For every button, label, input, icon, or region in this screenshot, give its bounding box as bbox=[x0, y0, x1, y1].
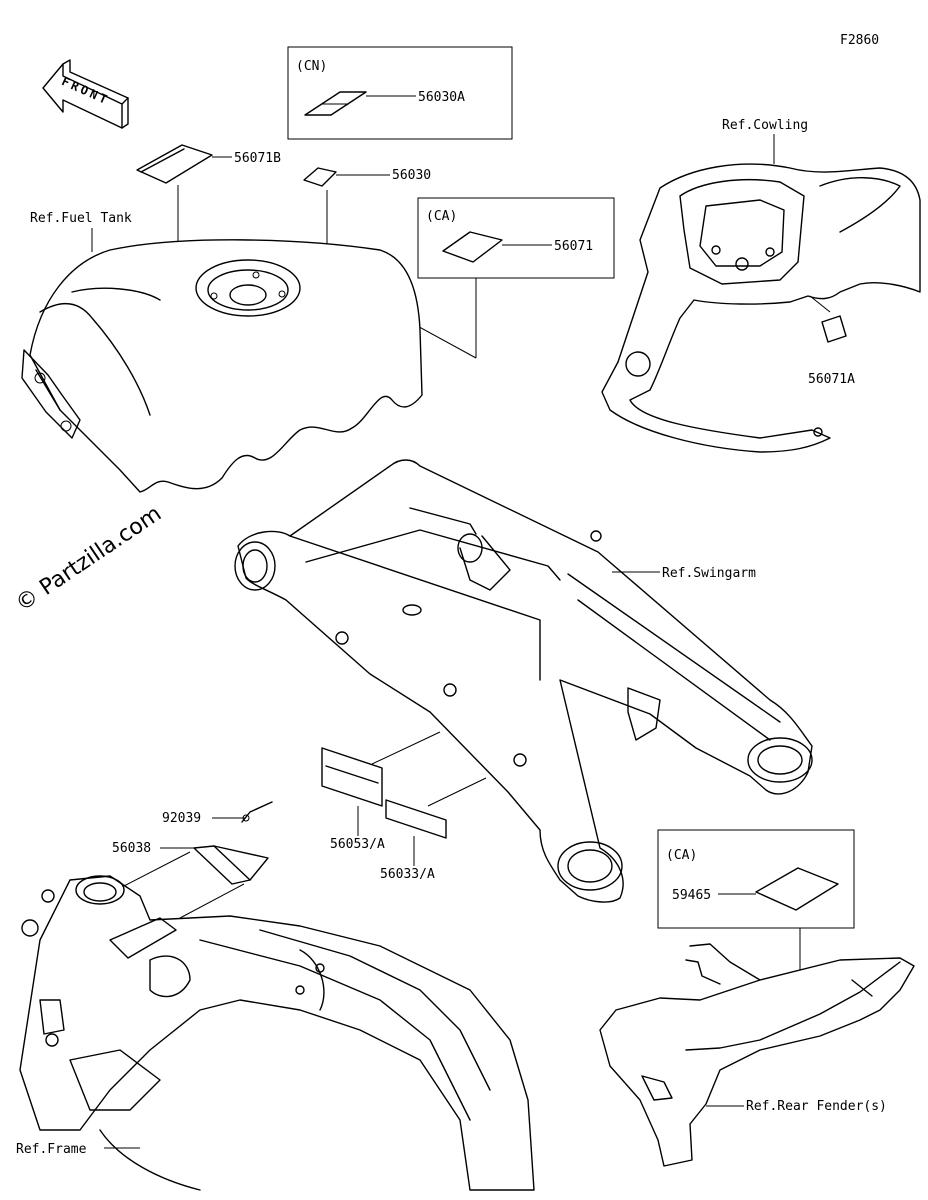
ref-cowling: Ref.Cowling bbox=[722, 118, 808, 133]
ref-rear-fender: Ref.Rear Fender(s) bbox=[746, 1099, 887, 1114]
frame-outline: Ref.Frame bbox=[16, 875, 535, 1191]
part-number-56030A: 56030A bbox=[418, 90, 465, 105]
label-sticker-56033A: 56033/A bbox=[380, 777, 487, 882]
cowling-outline: Ref.Cowling 56071A bbox=[601, 118, 921, 453]
fuel-tank-outline: Ref.Fuel Tank bbox=[21, 211, 423, 493]
watermark: © Partzilla.com bbox=[11, 501, 166, 617]
part-number-56038: 56038 bbox=[112, 841, 151, 856]
part-number-59465: 59465 bbox=[672, 888, 711, 903]
front-arrow-icon: FRONT bbox=[42, 59, 129, 129]
figure-id: F2860 bbox=[840, 33, 879, 48]
ref-swingarm: Ref.Swingarm bbox=[662, 566, 756, 581]
ref-frame: Ref.Frame bbox=[16, 1142, 87, 1157]
callout-region-label: (CN) bbox=[296, 59, 327, 74]
part-number-56071B: 56071B bbox=[234, 151, 281, 166]
callout-region-label: (CA) bbox=[426, 209, 457, 224]
label-sticker-56038: 56038 bbox=[112, 841, 269, 919]
callout-box-ca-59465: (CA) 59465 bbox=[657, 829, 855, 990]
part-number-56033A: 56033/A bbox=[380, 867, 435, 882]
part-number-56071: 56071 bbox=[554, 239, 593, 254]
part-number-92039: 92039 bbox=[162, 811, 201, 826]
callout-box-ca-56071: (CA) 56071 bbox=[417, 197, 615, 358]
label-sticker-56053A: 56053/A bbox=[321, 731, 441, 852]
ref-fuel-tank: Ref.Fuel Tank bbox=[30, 211, 132, 226]
part-number-56030: 56030 bbox=[392, 168, 431, 183]
callout-box-cn: (CN) 56030A bbox=[287, 46, 513, 140]
part-number-56071A: 56071A bbox=[808, 372, 855, 387]
part-number-56053A: 56053/A bbox=[330, 837, 385, 852]
callout-region-label: (CA) bbox=[666, 848, 697, 863]
rear-fender-outline: Ref.Rear Fender(s) bbox=[599, 943, 915, 1167]
swingarm-outline: Ref.Swingarm bbox=[234, 459, 813, 903]
cable-tie-92039: 92039 bbox=[162, 801, 273, 826]
